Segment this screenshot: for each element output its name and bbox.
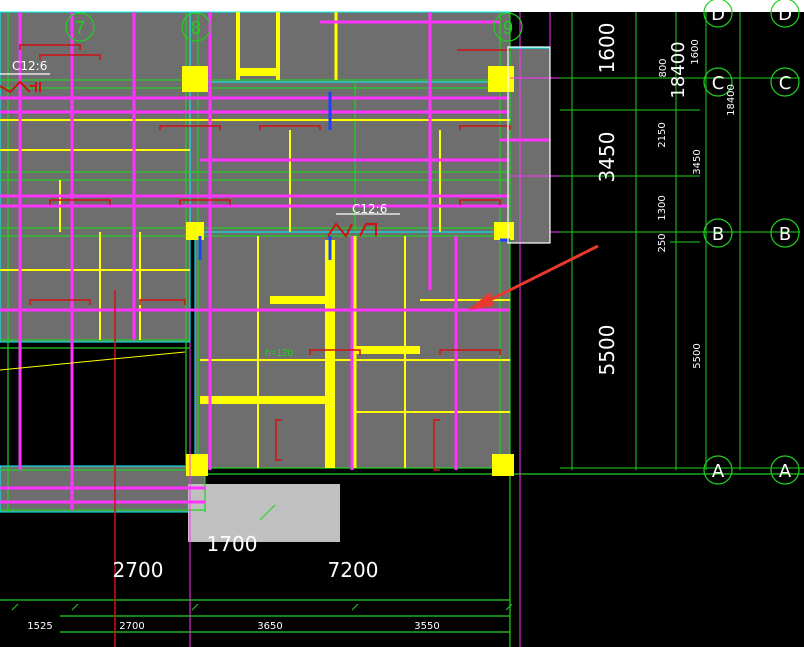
axis-b-right-label: B [779, 224, 791, 245]
axis-c-left-label: C [712, 73, 725, 94]
dim-3650-small: 3650 [257, 621, 282, 632]
dim-1700-bottom: 1700 [207, 532, 258, 556]
red-arrow-annotation [468, 244, 599, 310]
axis-a-right-label: A [779, 461, 792, 482]
rebar-hook-mid [327, 222, 377, 238]
dim-1300-small: 1300 [657, 195, 668, 220]
dim-2700-bottom: 2700 [113, 558, 164, 582]
axis-9-label: 9 [503, 18, 513, 38]
axis-7-label: 7 [75, 18, 85, 38]
rebar-annotation-mid: C12:6 [352, 202, 387, 216]
dim-3450-small: 3450 [692, 149, 703, 174]
axis-b-left-label: B [712, 224, 724, 245]
dim-3550-small: 3550 [414, 621, 439, 632]
rebar-lines [0, 12, 550, 510]
rebar-annotation-left: C12:6 [12, 59, 47, 73]
dim-1600-small: 1600 [690, 39, 701, 64]
slab-panels [0, 11, 551, 513]
dimension-area [510, 12, 804, 647]
top-window-strip [0, 0, 804, 12]
green-structure-lines [0, 12, 804, 647]
dim-5500-small: 5500 [692, 343, 703, 368]
dim-1600-large: 1600 [595, 23, 619, 74]
opening-area [188, 484, 340, 542]
slab-thickness-label: h=120 [265, 348, 294, 359]
dim-18400-small: 18400 [726, 84, 737, 116]
axis-d-right-label: D [778, 4, 792, 25]
dim-250-small: 250 [657, 233, 668, 252]
dimension-lines [560, 12, 804, 470]
axis-d-left-label: D [711, 4, 725, 25]
dim-1525-small: 1525 [27, 621, 52, 632]
rebar-hook-left [0, 80, 41, 94]
grid-bubbles [65, 0, 800, 485]
dim-7200-bottom: 7200 [328, 558, 379, 582]
columns [182, 66, 514, 476]
axis-8-label: 8 [191, 18, 201, 38]
red-detail-marks [19, 44, 511, 647]
dim-800-small: 800 [658, 58, 669, 77]
dim-5500-large: 5500 [595, 325, 619, 376]
dim-18400-total: 18400 [668, 41, 689, 98]
axis-c-right-label: C [779, 73, 792, 94]
dim-2150-small: 2150 [657, 122, 668, 147]
dim-3450-large: 3450 [595, 132, 619, 183]
dim-2700-small: 2700 [119, 621, 144, 632]
white-lines [0, 46, 551, 371]
bottom-ticks [11, 504, 513, 611]
yellow-beams [0, 12, 510, 468]
axis-a-left-label: A [712, 461, 725, 482]
